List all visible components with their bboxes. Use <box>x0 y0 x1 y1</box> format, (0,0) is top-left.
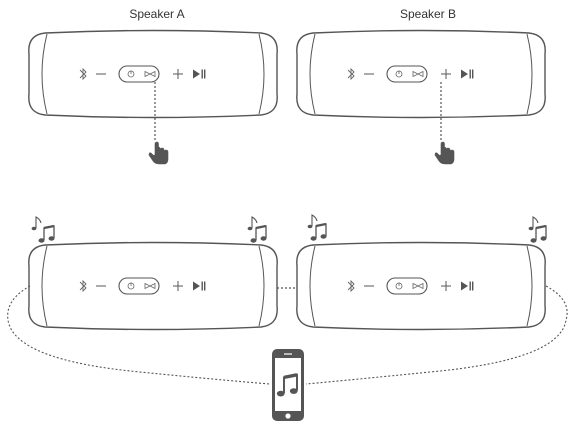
speaker-right-paired <box>296 241 546 331</box>
connection-loop-right <box>305 285 568 385</box>
speaker-left-paired <box>28 241 278 331</box>
music-note-icon <box>528 216 548 244</box>
hand-pointer-icon <box>148 141 169 165</box>
music-note-icon <box>307 214 328 242</box>
smartphone-icon <box>272 349 304 421</box>
music-note-icon <box>247 216 268 244</box>
hand-pointer-icon <box>434 141 455 165</box>
speaker-a-label: Speaker A <box>129 7 185 21</box>
speaker-b <box>296 29 546 119</box>
speaker-a <box>28 29 278 119</box>
music-note-icon <box>276 373 298 397</box>
music-note-icon <box>31 216 56 244</box>
speaker-b-label: Speaker B <box>399 7 457 21</box>
